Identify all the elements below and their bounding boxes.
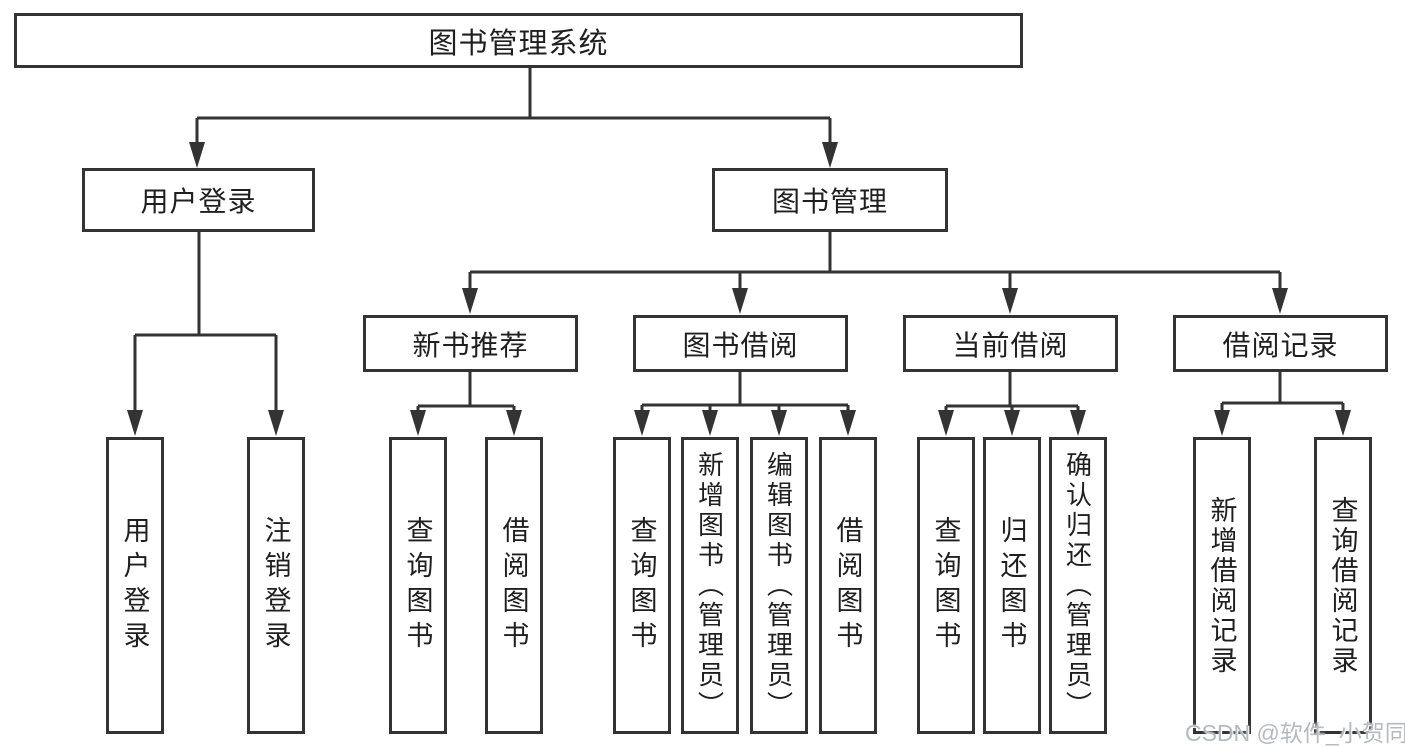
node-label: 图书管理系统 <box>428 27 609 60</box>
arrow-icon <box>1070 410 1086 436</box>
node-book-management: 图书管理 <box>712 168 948 232</box>
node-label: 归还图书 <box>996 515 1027 656</box>
node-label: 用户登录 <box>140 186 257 217</box>
node-label: 图书管理 <box>771 186 888 217</box>
leaf-query-borrow-record: 查询借阅记录 <box>1314 437 1372 734</box>
arrow-icon <box>702 410 718 436</box>
arrow-icon <box>840 410 856 436</box>
arrow-icon <box>268 410 284 436</box>
node-root: 图书管理系统 <box>14 13 1023 68</box>
leaf-add-borrow-record: 新增借阅记录 <box>1193 437 1251 734</box>
node-label: 新书推荐 <box>412 329 529 361</box>
node-label: 查询图书 <box>402 515 433 656</box>
arrow-icon <box>1335 410 1351 436</box>
node-label: 编辑图书（管理员） <box>763 450 794 721</box>
arrow-icon <box>732 288 748 314</box>
node-borrowing-records: 借阅记录 <box>1173 315 1388 372</box>
node-label: 新增借阅记录 <box>1206 495 1237 676</box>
arrow-icon <box>1272 288 1288 314</box>
node-current-borrowing: 当前借阅 <box>903 315 1118 372</box>
node-book-borrowing: 图书借阅 <box>633 315 848 372</box>
leaf-add-book-admin: 新增图书（管理员） <box>681 437 739 734</box>
node-label: 注销登录 <box>260 515 291 656</box>
leaf-confirm-return-admin: 确认归还（管理员） <box>1049 437 1107 734</box>
arrow-icon <box>938 410 954 436</box>
node-label: 查询图书 <box>930 515 961 656</box>
arrow-icon <box>506 410 522 436</box>
arrow-icon <box>410 410 426 436</box>
arrow-icon <box>1002 288 1018 314</box>
arrow-icon <box>462 288 478 314</box>
node-label: 借阅图书 <box>832 515 863 656</box>
arrow-icon <box>1004 410 1020 436</box>
leaf-query-book-recommendation: 查询图书 <box>389 437 447 734</box>
leaf-query-book-current: 查询图书 <box>917 437 975 734</box>
node-label: 当前借阅 <box>952 329 1069 361</box>
leaf-user-login: 用户登录 <box>106 437 164 734</box>
arrow-icon <box>127 410 143 436</box>
leaf-query-book-borrowing: 查询图书 <box>613 437 671 734</box>
node-label: 查询借阅记录 <box>1327 495 1358 676</box>
leaf-return-book: 归还图书 <box>983 437 1041 734</box>
node-label: 查询图书 <box>626 515 657 656</box>
node-label: 确认归还（管理员） <box>1062 450 1093 721</box>
node-label: 借阅记录 <box>1222 329 1339 361</box>
leaf-borrow-book: 借阅图书 <box>819 437 877 734</box>
node-user-login: 用户登录 <box>82 168 315 232</box>
arrow-icon <box>822 142 838 168</box>
leaf-borrow-book-recommendation: 借阅图书 <box>485 437 543 734</box>
arrow-icon <box>634 410 650 436</box>
node-new-book-recommendation: 新书推荐 <box>363 315 578 372</box>
csdn-watermark: CSDN @软件_小贺同学 <box>1185 720 1405 746</box>
arrow-icon <box>771 410 787 436</box>
node-label: 用户登录 <box>119 515 150 656</box>
arrow-icon <box>1214 410 1230 436</box>
leaf-edit-book-admin: 编辑图书（管理员） <box>750 437 808 734</box>
node-label: 图书借阅 <box>682 329 799 361</box>
leaf-logout: 注销登录 <box>247 437 305 734</box>
arrow-icon <box>189 142 205 168</box>
node-label: 借阅图书 <box>498 515 529 656</box>
node-label: 新增图书（管理员） <box>694 450 725 721</box>
